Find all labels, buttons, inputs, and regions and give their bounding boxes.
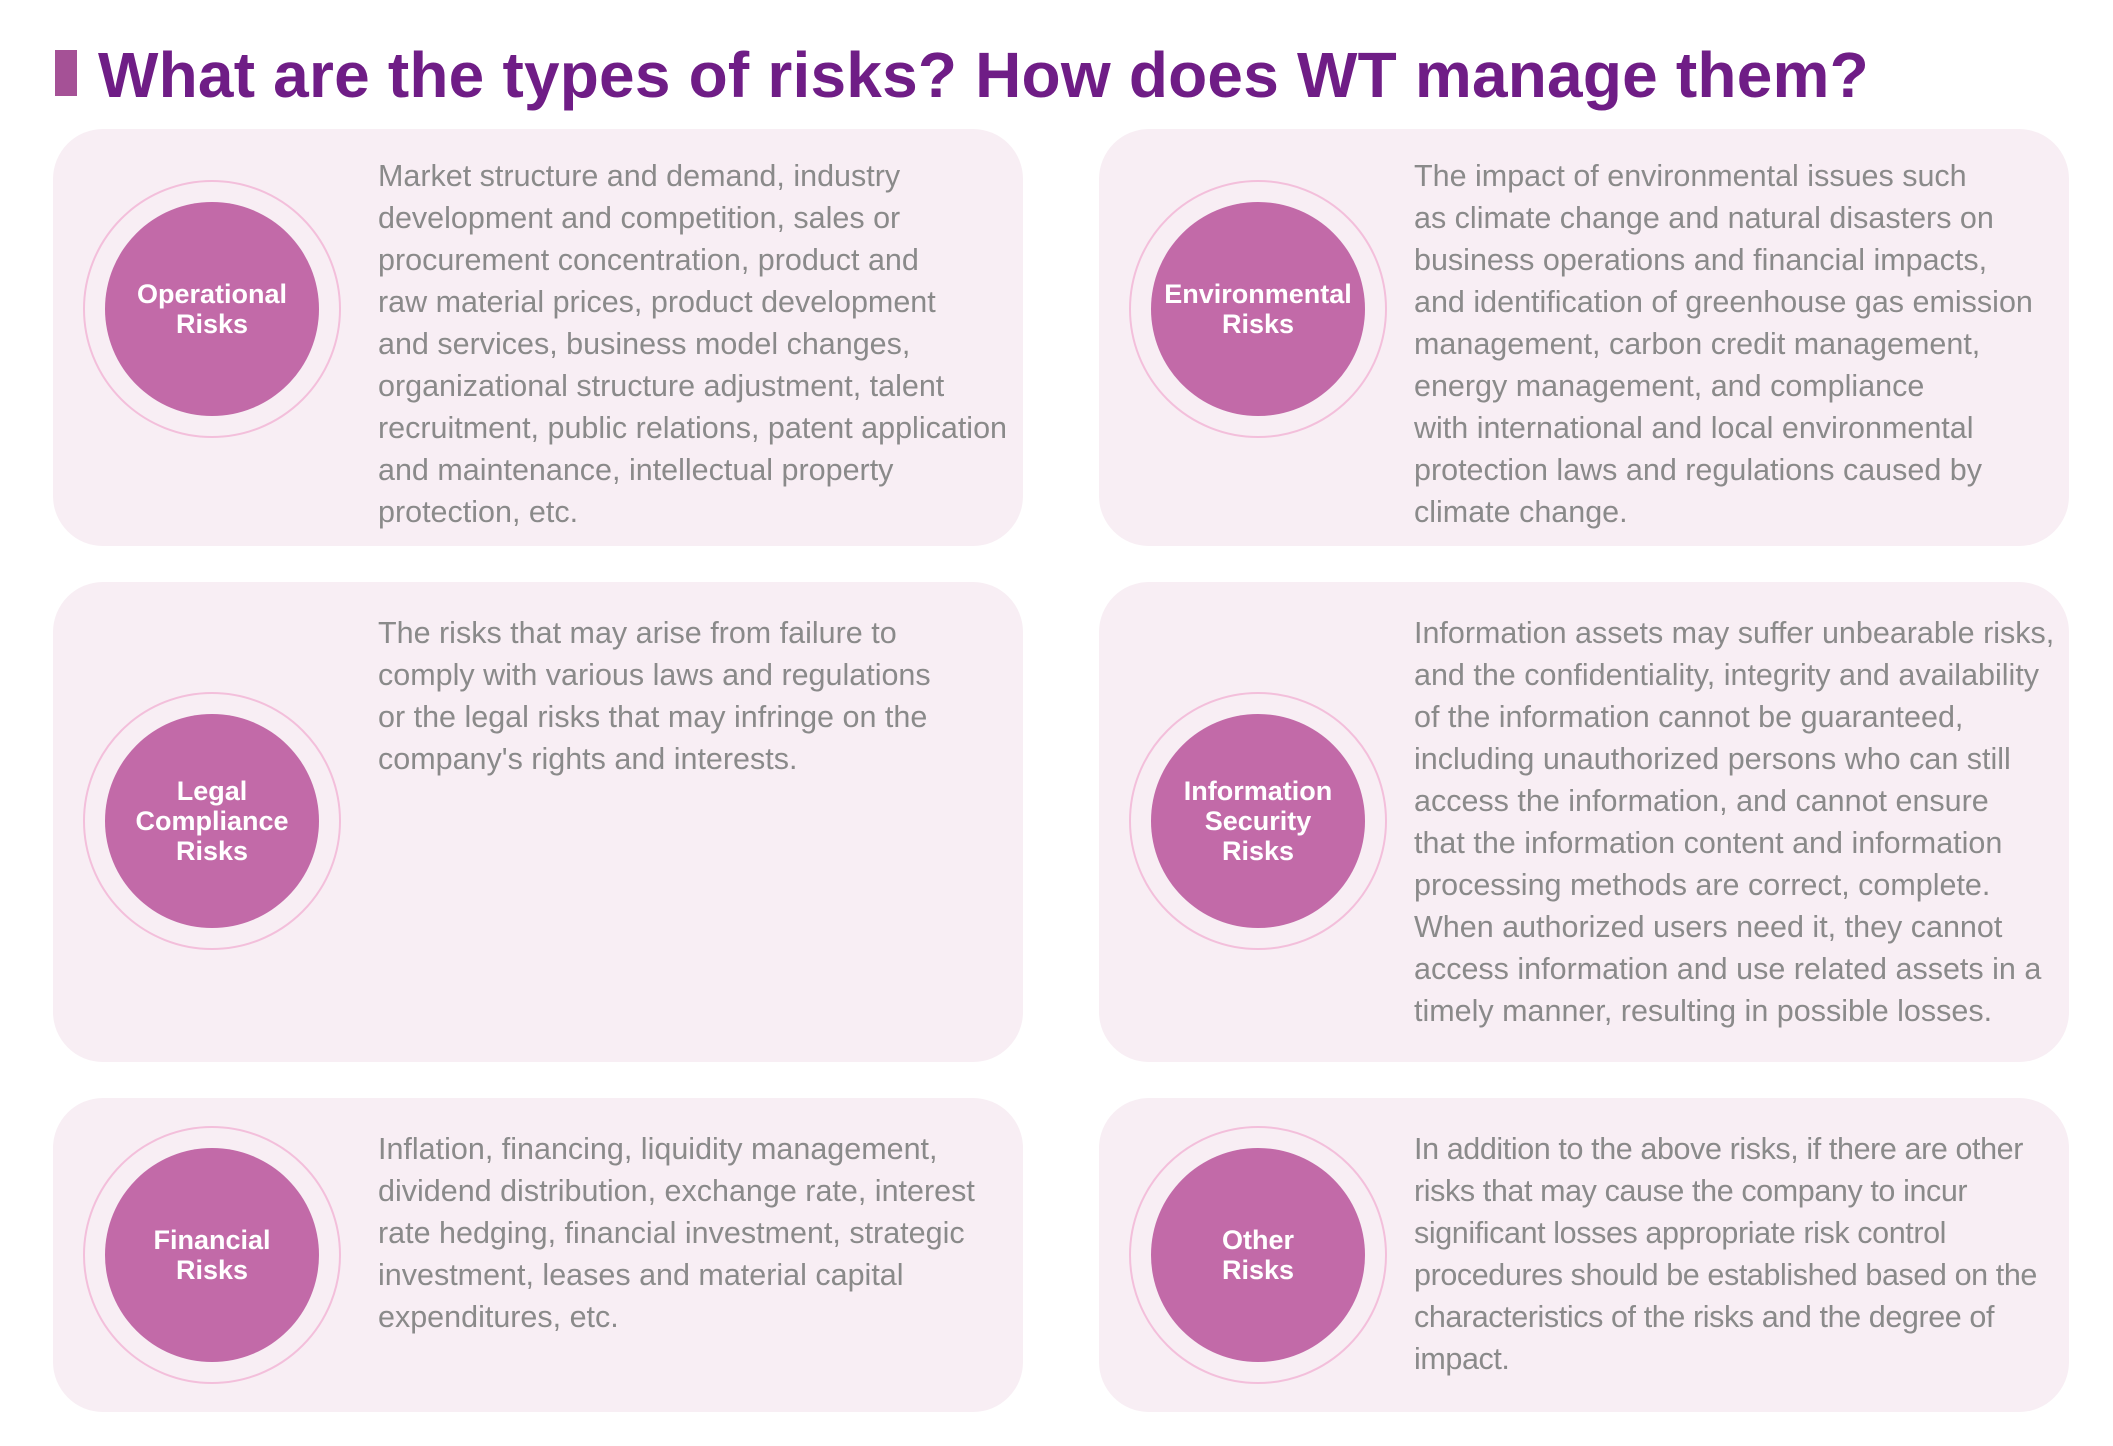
risk-circle: Financial Risks xyxy=(105,1148,319,1362)
risk-description: The impact of environmental issues such … xyxy=(1414,159,2033,529)
risk-card-environmental: Environmental Risks The impact of enviro… xyxy=(1099,129,2069,546)
risk-label: Financial Risks xyxy=(153,1225,271,1285)
risk-circle-ring: Other Risks xyxy=(1129,1126,1387,1384)
risk-card-other: Other Risks In addition to the above ris… xyxy=(1099,1098,2069,1412)
risk-circle-ring: Environmental Risks xyxy=(1129,180,1387,438)
risk-circle-ring: Operational Risks xyxy=(83,180,341,438)
risk-circle-ring: Legal Compliance Risks xyxy=(83,692,341,950)
risk-label: Operational Risks xyxy=(136,279,288,339)
risk-card-financial: Financial Risks Inflation, financing, li… xyxy=(53,1098,1023,1412)
title-accent-bar xyxy=(55,50,77,96)
risk-description: In addition to the above risks, if there… xyxy=(1414,1132,2037,1376)
risk-circle: Information Security Risks xyxy=(1151,714,1365,928)
risk-card-information-security: Information Security Risks Information a… xyxy=(1099,582,2069,1062)
risk-circle: Other Risks xyxy=(1151,1148,1365,1362)
risk-description: Information assets may suffer unbearable… xyxy=(1414,616,2055,1028)
risk-circle: Operational Risks xyxy=(105,202,319,416)
risk-card-operational: Operational Risks Market structure and d… xyxy=(53,129,1023,546)
risk-label: Information Security Risks xyxy=(1183,776,1333,866)
risk-circle-ring: Information Security Risks xyxy=(1129,692,1387,950)
risk-card-legal-compliance: Legal Compliance Risks The risks that ma… xyxy=(53,582,1023,1062)
risk-description: Market structure and demand, industry de… xyxy=(378,159,1007,529)
risk-description: The risks that may arise from failure to… xyxy=(378,616,931,776)
risk-label: Other Risks xyxy=(1221,1225,1295,1285)
risk-label: Environmental Risks xyxy=(1164,279,1352,339)
risk-circle-ring: Financial Risks xyxy=(83,1126,341,1384)
risk-description: Inflation, financing, liquidity manageme… xyxy=(378,1132,975,1334)
risk-circle: Environmental Risks xyxy=(1151,202,1365,416)
risk-label: Legal Compliance Risks xyxy=(135,776,289,866)
risk-circle: Legal Compliance Risks xyxy=(105,714,319,928)
page-title: What are the types of risks? How does WT… xyxy=(98,39,1869,111)
